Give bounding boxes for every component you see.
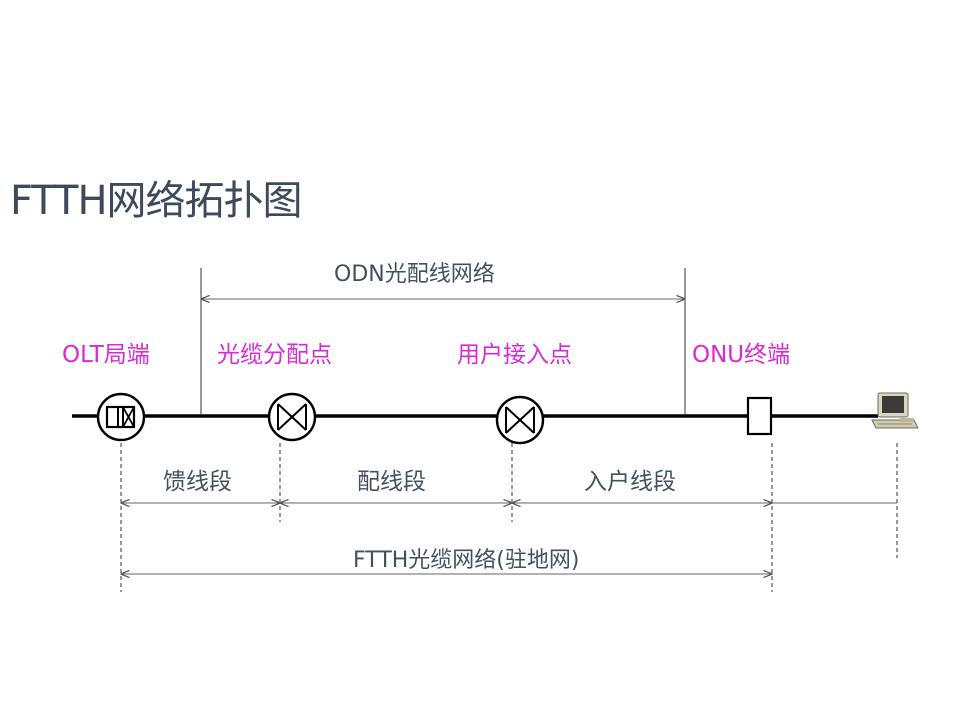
page-title: FTTH网络拓扑图 bbox=[10, 178, 303, 224]
olt-symbol-icon bbox=[96, 392, 146, 442]
splice-point-label: 光缆分配点 bbox=[217, 342, 332, 368]
distribution-segment-label: 配线段 bbox=[357, 469, 426, 495]
access-point-icon bbox=[495, 395, 545, 445]
onu-box-icon bbox=[746, 396, 773, 436]
feeder-segment-label: 馈线段 bbox=[163, 469, 232, 495]
ftth-network-label: FTTH光缆网络(驻地网) bbox=[353, 548, 580, 573]
odn-bracket bbox=[200, 268, 686, 414]
segment-arrows bbox=[121, 503, 897, 574]
drop-segment-label: 入户线段 bbox=[584, 469, 676, 495]
odn-label: ODN光配线网络 bbox=[334, 262, 495, 287]
onu-label: ONU终端 bbox=[692, 342, 791, 368]
segment-dividers bbox=[120, 443, 898, 592]
access-point-label: 用户接入点 bbox=[457, 342, 572, 368]
splice-closure-icon bbox=[267, 392, 317, 442]
olt-label: OLT局端 bbox=[62, 342, 150, 368]
computer-icon bbox=[871, 392, 919, 429]
